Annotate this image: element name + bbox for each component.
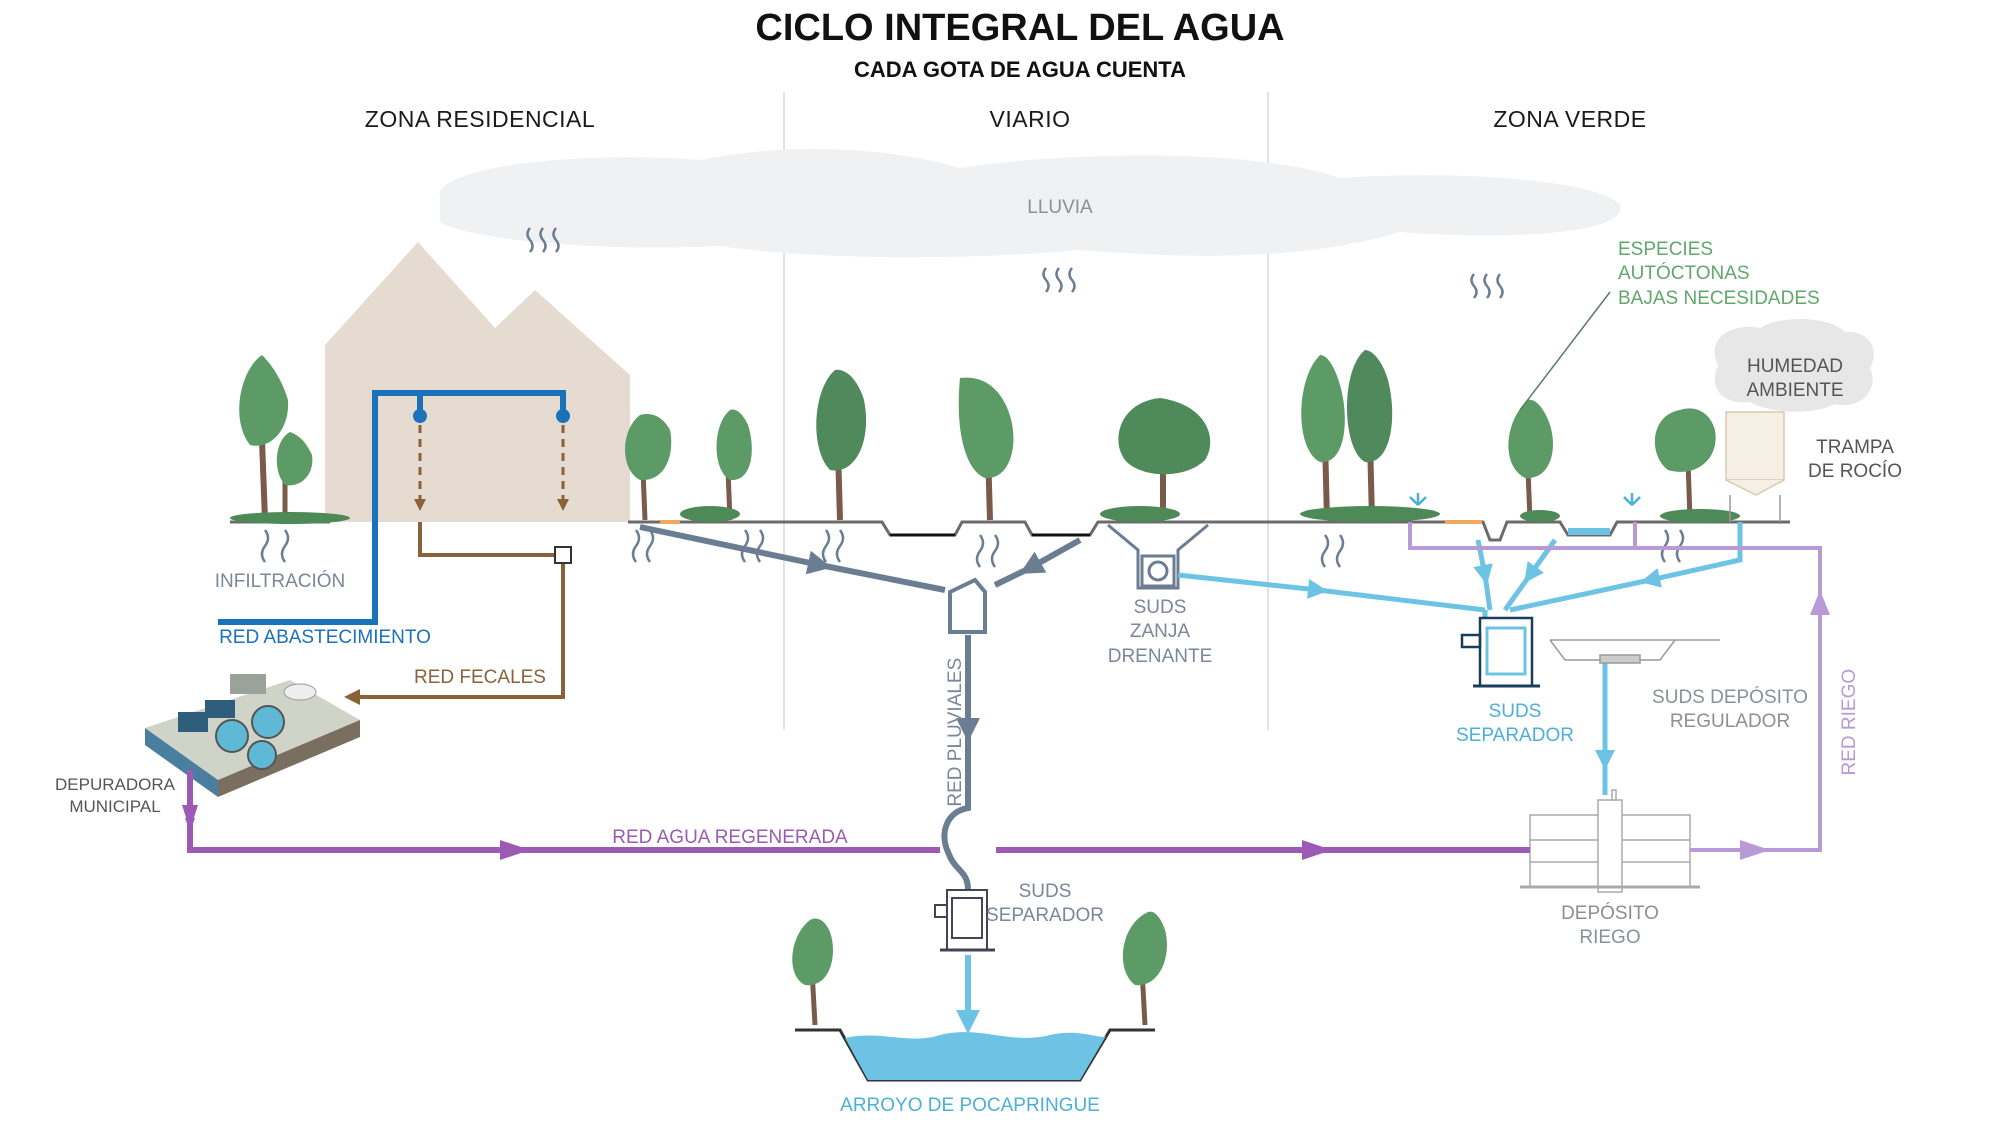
zone-viario-label: VIARIO xyxy=(989,106,1071,132)
page-title: CICLO INTEGRAL DEL AGUA xyxy=(755,7,1285,49)
depuradora-label: DEPURADORA MUNICIPAL xyxy=(55,775,175,816)
especies-label: ESPECIES AUTÓCTONAS BAJAS NECESIDADES xyxy=(1618,239,1820,309)
sprinkler-icon xyxy=(1409,493,1641,506)
rain-cloud xyxy=(439,148,1621,258)
especies-leader-line xyxy=(1519,291,1611,411)
suds-zanja-drenante-label: SUDS ZANJA DRENANTE xyxy=(1107,597,1213,667)
page-subtitle: CADA GOTA DE AGUA CUENTA xyxy=(853,57,1187,82)
pluviales-chamber xyxy=(948,577,987,634)
red-agua-regenerada-label: RED AGUA REGENERADA xyxy=(612,827,848,848)
arrow-riego-1 xyxy=(1740,840,1770,860)
suds-separador-verde-icon xyxy=(1460,616,1540,688)
deposito-riego-label: DEPÓSITO RIEGO xyxy=(1561,903,1659,949)
infiltracion-label: INFILTRACIÓN xyxy=(214,571,346,592)
drenaje-pipes xyxy=(1177,522,1743,795)
red-pluviales-pipe xyxy=(639,524,1082,891)
trees xyxy=(239,350,1716,1026)
arroyo-water xyxy=(845,1032,1106,1080)
red-agua-regenerada-pipe xyxy=(187,770,1530,853)
zone-residencial-label: ZONA RESIDENCIAL xyxy=(364,106,596,132)
tree-icon xyxy=(1118,398,1211,520)
suds-deposito-regulador-icon xyxy=(1549,639,1720,664)
tap-icon xyxy=(556,409,570,423)
infiltration-squiggles xyxy=(260,529,1685,568)
humedad-ambiente-label: HUMEDAD AMBIENTE xyxy=(1746,356,1844,402)
humidity-cloud xyxy=(1714,319,1874,412)
suds-separador-viario-icon xyxy=(934,889,995,952)
tree-icon xyxy=(716,409,752,521)
red-fecales-label: RED FECALES xyxy=(414,667,546,688)
red-pluviales-label: RED PLUVIALES xyxy=(944,657,966,807)
lluvia-label: LLUVIA xyxy=(1027,197,1093,218)
ground xyxy=(230,520,1790,542)
manhole-icon xyxy=(554,546,572,564)
suds-separador-viario-label: SUDS SEPARADOR xyxy=(986,881,1104,927)
arrow-regenerada-1b xyxy=(182,805,198,830)
tree-icon xyxy=(1654,408,1716,521)
red-riego-pipe xyxy=(1408,522,1822,852)
suds-separador-verde-label: SUDS SEPARADOR xyxy=(1456,701,1574,747)
shrubs xyxy=(230,506,1740,524)
tree-icon xyxy=(792,918,833,1026)
arrow-regenerada-2 xyxy=(500,840,530,860)
arrow-riego-2 xyxy=(1810,590,1830,615)
house xyxy=(325,242,630,522)
red-fecales-pipe xyxy=(344,425,569,705)
red-abastecimiento-label: RED ABASTECIMIENTO xyxy=(219,627,431,648)
tree-icon xyxy=(1122,911,1167,1026)
swale-water xyxy=(1568,528,1610,535)
suds-deposito-regulador-label: SUDS DEPÓSITO REGULADOR xyxy=(1652,687,1808,733)
tree-icon xyxy=(816,369,867,521)
arroyo-label: ARROYO DE POCAPRINGUE xyxy=(840,1095,1100,1116)
tree-icon xyxy=(276,432,313,520)
tree-icon xyxy=(1346,350,1393,521)
tree-icon xyxy=(1301,355,1345,521)
trampa-de-rocio-label: TRAMPA DE ROCÍO xyxy=(1808,437,1902,483)
red-riego-label: RED RIEGO xyxy=(1838,668,1860,776)
rain-squiggles xyxy=(526,227,1504,299)
tree-icon xyxy=(239,355,289,521)
arrow-regenerada-3 xyxy=(1302,840,1332,860)
tap-icon xyxy=(413,409,427,423)
depuradora-icon xyxy=(145,674,360,797)
dew-trap xyxy=(1725,411,1785,522)
tree-icon xyxy=(625,413,672,521)
deposito-riego-icon xyxy=(1520,789,1700,893)
tree-icon xyxy=(1508,399,1553,521)
suds-zanja-drenante-icon xyxy=(1107,523,1209,590)
tree-icon xyxy=(958,377,1014,521)
zone-verde-label: ZONA VERDE xyxy=(1493,106,1647,132)
red-abastecimiento-pipe xyxy=(218,390,566,625)
